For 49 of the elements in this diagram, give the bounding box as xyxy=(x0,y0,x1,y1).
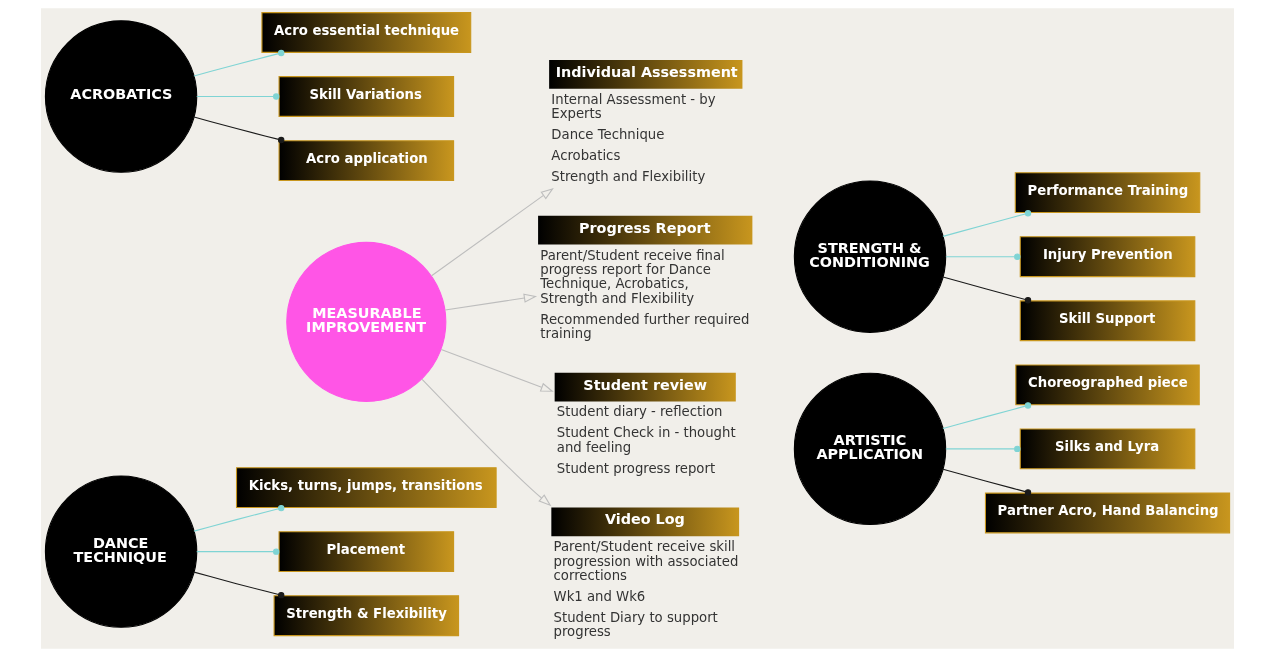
node-box: Video Log xyxy=(551,507,740,537)
node-box: Skill Support xyxy=(1019,300,1196,342)
node-box: Acro essential technique xyxy=(261,12,472,53)
node-box: Silks and Lyra xyxy=(1019,428,1196,470)
arrow xyxy=(431,187,554,277)
connector xyxy=(942,210,1032,237)
node-box: Injury Prevention xyxy=(1019,236,1196,278)
arrow xyxy=(444,293,538,311)
connector xyxy=(196,93,280,100)
node-circle: STRENGTH & CONDITIONING xyxy=(793,180,947,333)
node-label: Student diary - reflection xyxy=(556,404,723,420)
connector xyxy=(193,116,285,144)
node-box: Acro application xyxy=(278,140,455,182)
node-label: Internal Assessment - by Experts xyxy=(551,91,716,122)
connector xyxy=(945,445,1021,453)
node-label: Acrobatics xyxy=(551,148,621,164)
node-label: Recommended further required training xyxy=(540,311,750,341)
connector xyxy=(942,468,1032,496)
node-circle: DANCE TECHNIQUE xyxy=(44,475,198,628)
node-circle: ACROBATICS xyxy=(44,20,198,173)
node-box: Progress Report xyxy=(538,215,753,245)
connector xyxy=(945,253,1021,260)
connector xyxy=(196,548,280,555)
connector xyxy=(942,276,1032,304)
node-label: Student Diary to support progress xyxy=(553,609,718,640)
node-label: Student Check in - thought and feeling xyxy=(556,425,736,455)
node-box: Strength & Flexibility xyxy=(273,595,460,637)
node-label: Student progress report xyxy=(556,460,716,476)
arrow xyxy=(421,378,552,507)
node-box: Performance Training xyxy=(1014,172,1201,214)
node-box: Kicks, turns, jumps, transitions xyxy=(235,467,497,508)
node-box: Individual Assessment xyxy=(549,60,743,89)
node-label: Dance Technique xyxy=(551,127,665,143)
node-circle: ARTISTIC APPLICATION xyxy=(793,372,947,526)
connector xyxy=(193,504,285,532)
connector xyxy=(193,571,285,599)
node-box: Skill Variations xyxy=(278,76,455,117)
node-label: Wk1 and Wk6 xyxy=(553,588,646,604)
node-box: Placement xyxy=(278,531,455,573)
node-label: Strength and Flexibility xyxy=(551,169,706,185)
node-label: Parent/Student receive skill progression with associated corrections xyxy=(553,539,739,583)
node-box: Partner Acro, Hand Balancing xyxy=(984,492,1231,534)
node-circle: MEASURABLE IMPROVEMENT xyxy=(286,241,447,402)
connector xyxy=(193,49,285,77)
connector xyxy=(942,402,1032,430)
arrow xyxy=(440,349,554,392)
node-label: Parent/Student receive final progress report for Dance Technique, Acrobatics, Strength and Flexibility xyxy=(540,247,725,306)
node-box: Choreographed piece xyxy=(1015,364,1200,406)
node-box: Student review xyxy=(554,372,736,402)
